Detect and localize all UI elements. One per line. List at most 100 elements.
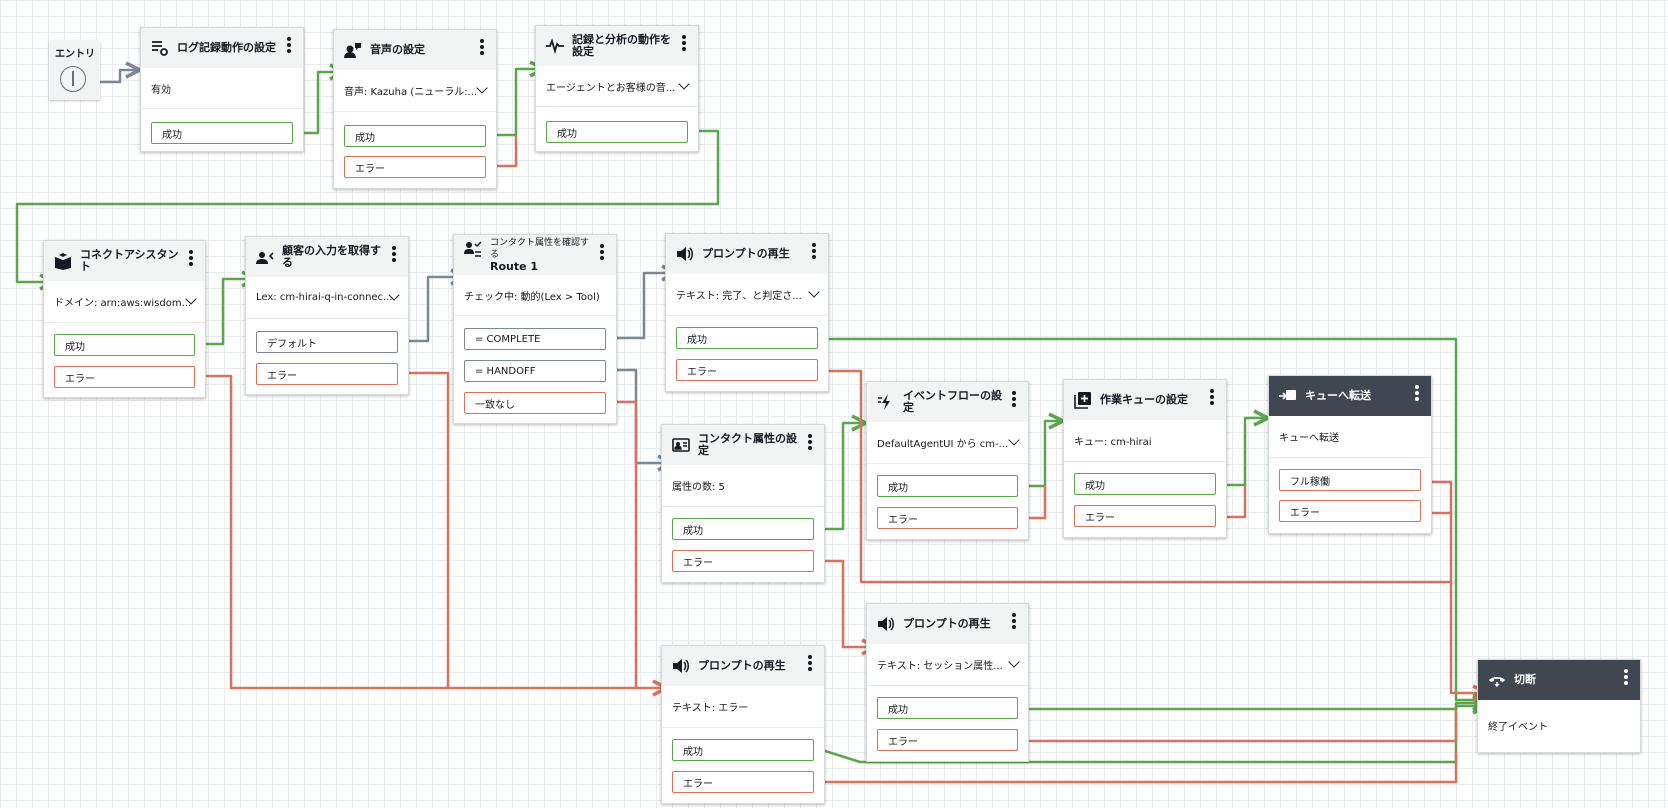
param-text: 音声: Kazuha (ニューラル:...: [344, 87, 478, 98]
block-disconnect[interactable]: 切断 終了イベント: [1477, 659, 1641, 753]
branch-success[interactable]: 成功: [344, 125, 486, 147]
block-check-contact-attributes[interactable]: コンタクト属性を確認する Route 1 チェック中: 動的(Lex > Too…: [453, 234, 617, 424]
more-menu-icon[interactable]: [594, 240, 610, 262]
more-menu-icon[interactable]: [802, 651, 818, 673]
branch-no-match[interactable]: 一致なし: [464, 392, 606, 414]
hangup-icon: [1489, 677, 1505, 687]
block-recording-analytics[interactable]: 記録と分析の動作を設定 エージェントとお客様の音... 成功: [535, 25, 699, 152]
block-header: キューへ転送: [1269, 376, 1431, 416]
branch-label: 成功: [1085, 480, 1105, 492]
block-title: ログ記録動作の設定: [177, 41, 276, 54]
block-header: コンタクト属性を確認する Route 1: [454, 235, 616, 275]
more-menu-icon[interactable]: [281, 33, 297, 55]
entry-label: エントリ: [55, 49, 95, 60]
block-header: プロンプトの再生: [867, 604, 1028, 644]
chevron-down-icon[interactable]: [476, 82, 488, 94]
wire-voice-success: [496, 69, 544, 137]
branch-success[interactable]: 成功: [672, 739, 814, 761]
branch-success[interactable]: 成功: [151, 122, 293, 144]
branch-label: 成功: [355, 132, 375, 144]
branch-error[interactable]: エラー: [877, 729, 1018, 751]
more-menu-icon[interactable]: [1618, 665, 1634, 687]
branch-at-capacity[interactable]: フル稼働: [1279, 469, 1421, 491]
block-logging-behavior[interactable]: ログ記録動作の設定 有効 成功: [140, 27, 304, 152]
entry-handle[interactable]: [60, 66, 86, 92]
branch-error[interactable]: エラー: [672, 771, 814, 793]
wire-queue-success: [1225, 418, 1268, 487]
more-menu-icon[interactable]: [806, 239, 822, 261]
chevron-down-icon[interactable]: [1008, 656, 1020, 668]
wire-event-error: [1027, 486, 1047, 520]
branch-error[interactable]: エラー: [1279, 500, 1421, 522]
block-title: Route 1: [490, 260, 539, 273]
param-text: ドメイン: arn:aws:wisdom...: [54, 298, 192, 309]
block-connect-assistant[interactable]: コネクトアシスタント ドメイン: arn:aws:wisdom... 成功 エラ…: [43, 240, 206, 398]
wire-input-default: [408, 277, 465, 343]
block-set-event-flow[interactable]: イベントフローの設定 DefaultAgentUI から cm-... 成功 エ…: [866, 381, 1029, 540]
more-menu-icon[interactable]: [802, 430, 818, 452]
branch-error[interactable]: エラー: [256, 363, 398, 385]
branch-label: エラー: [267, 370, 297, 382]
branch-error[interactable]: エラー: [877, 507, 1018, 529]
branch-error[interactable]: エラー: [672, 550, 814, 572]
block-get-customer-input[interactable]: 顧客の入力を取得する Lex: cm-hirai-q-in-connec... …: [245, 236, 409, 395]
block-param[interactable]: エージェントとお客様の音...: [536, 66, 698, 107]
chevron-down-icon[interactable]: [1008, 434, 1020, 446]
more-menu-icon[interactable]: [1204, 385, 1220, 407]
block-title: 記録と分析の動作を設定: [572, 33, 671, 58]
branch-error[interactable]: エラー: [54, 366, 195, 388]
block-set-working-queue[interactable]: 作業キューの設定 キュー: cm-hirai 成功 エラー: [1063, 379, 1227, 538]
branch-success[interactable]: 成功: [877, 475, 1018, 497]
block-title: コネクトアシスタント: [80, 248, 179, 273]
block-set-voice[interactable]: 音声の設定 音声: Kazuha (ニューラル:... 成功 エラー: [333, 29, 497, 189]
block-set-contact-attributes[interactable]: コンタクト属性の設定 属性の数: 5 成功 エラー: [661, 424, 825, 583]
branch-error[interactable]: エラー: [1074, 505, 1216, 527]
param-text: キューへ転送: [1279, 433, 1339, 444]
more-menu-icon[interactable]: [1006, 387, 1022, 409]
param-text: 有効: [151, 84, 171, 96]
branch-success[interactable]: 成功: [672, 518, 814, 540]
branch-handoff[interactable]: = HANDOFF: [464, 360, 606, 382]
chevron-down-icon[interactable]: [678, 78, 690, 90]
chevron-down-icon[interactable]: [808, 286, 820, 298]
entry-point[interactable]: エントリ: [49, 40, 100, 100]
block-param[interactable]: DefaultAgentUI から cm-...: [867, 422, 1028, 464]
block-play-prompt-error[interactable]: プロンプトの再生 テキスト: エラー 成功 エラー: [661, 645, 825, 804]
wire-check-complete: [614, 273, 676, 340]
branch-success[interactable]: 成功: [877, 697, 1018, 719]
branch-error[interactable]: エラー: [344, 156, 486, 178]
branch-success[interactable]: 成功: [54, 334, 195, 356]
more-menu-icon[interactable]: [183, 246, 199, 268]
branch-success[interactable]: 成功: [676, 327, 818, 349]
block-play-prompt-complete[interactable]: プロンプトの再生 テキスト: 完了、と判定さ... 成功 エラー: [665, 233, 829, 392]
block-title: プロンプトの再生: [903, 617, 991, 630]
more-menu-icon[interactable]: [386, 242, 402, 264]
waveform-icon: [546, 38, 564, 55]
branch-label: デフォルト: [267, 338, 317, 350]
branch-error[interactable]: エラー: [676, 359, 818, 381]
more-menu-icon[interactable]: [676, 31, 692, 53]
block-play-prompt-session[interactable]: プロンプトの再生 テキスト: セッション属性... 成功 エラー: [866, 603, 1029, 762]
more-menu-icon[interactable]: [1409, 381, 1425, 403]
block-param[interactable]: テキスト: セッション属性...: [867, 644, 1028, 686]
block-param[interactable]: 音声: Kazuha (ニューラル:...: [334, 70, 496, 112]
voice-icon: [344, 43, 361, 58]
branch-complete[interactable]: = COMPLETE: [464, 328, 606, 350]
more-menu-icon[interactable]: [1006, 609, 1022, 631]
block-param[interactable]: ドメイン: arn:aws:wisdom...: [44, 281, 205, 323]
wire-rec-success: [15, 129, 720, 282]
branch-success[interactable]: 成功: [1074, 473, 1216, 495]
block-transfer-to-queue[interactable]: キューへ転送 キューへ転送 フル稼働 エラー: [1268, 375, 1432, 534]
block-param[interactable]: テキスト: 完了、と判定さ...: [666, 274, 828, 316]
log-settings-icon: [152, 41, 168, 56]
lightning-icon: [878, 394, 890, 410]
param-text: DefaultAgentUI から cm-...: [877, 439, 1009, 450]
more-menu-icon[interactable]: [474, 35, 490, 57]
block-header: 顧客の入力を取得する: [246, 237, 408, 277]
branch-default[interactable]: デフォルト: [256, 331, 398, 353]
wire-play2-success: [1027, 703, 1487, 709]
block-header: 切断: [1478, 660, 1640, 700]
branch-success[interactable]: 成功: [546, 121, 688, 143]
block-param[interactable]: Lex: cm-hirai-q-in-connec...: [246, 277, 408, 319]
